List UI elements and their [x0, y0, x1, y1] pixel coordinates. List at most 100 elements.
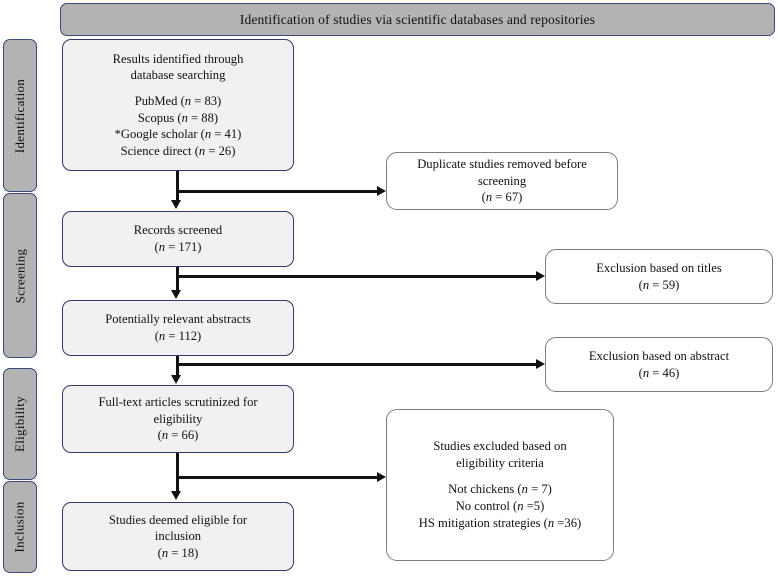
full-text-count-open: (: [157, 428, 162, 443]
included-count-open: (: [157, 545, 162, 560]
diagram-header-banner: Identification of studies via scientific…: [60, 3, 775, 36]
reason-no-control-n: n: [517, 498, 524, 513]
relevant-abstracts-line1: Potentially relevant abstracts: [105, 312, 251, 327]
connector-branch-duplicates: [176, 190, 377, 193]
full-text-line1: Full-text articles scrutinized for: [98, 395, 258, 410]
stage-tab-identification-label: Identification: [12, 78, 28, 153]
reason-hs-mitigation-label: HS mitigation strategies (: [418, 515, 548, 530]
stage-tab-screening: Screening: [3, 193, 37, 358]
connector-branch-titles: [176, 275, 536, 278]
connector-fulltext-to-included: [176, 453, 179, 493]
box-potentially-relevant-abstracts: Potentially relevant abstracts (n = 112): [62, 300, 294, 356]
box-exclusion-abstract: Exclusion based on abstract (n = 46): [545, 337, 773, 392]
included-count: (n = 18): [109, 545, 247, 562]
arrowhead-branch-duplicates: [377, 186, 386, 196]
exclusion-titles-line1: Exclusion based on titles: [596, 260, 722, 275]
box-records-screened: Records screened (n = 171): [62, 211, 294, 267]
source-pubmed-label: PubMed (: [134, 93, 185, 108]
included-count-n: n: [161, 545, 169, 560]
connector-screened-to-abstracts: [176, 267, 179, 293]
included-count-value: = 18): [168, 545, 199, 560]
exclusion-titles-count-value: = 59): [649, 277, 680, 292]
excluded-eligibility-spacer: [419, 472, 581, 481]
source-science-direct-n: n: [198, 143, 206, 158]
records-screened-count-n: n: [158, 240, 165, 254]
excluded-eligibility-line1: Studies excluded based on: [433, 439, 567, 454]
excluded-reason-hs-mitigation: HS mitigation strategies (n =36): [419, 515, 581, 532]
included-line1: Studies deemed eligible for: [108, 512, 248, 527]
arrowhead-branch-abstract: [536, 359, 545, 369]
arrowhead-fulltext-to-included: [171, 491, 181, 500]
records-identified-spacer: [113, 84, 244, 93]
relevant-abstracts-count-open: (: [154, 329, 159, 343]
exclusion-abstract-line1: Exclusion based on abstract: [588, 348, 730, 363]
stage-tab-inclusion: Inclusion: [3, 481, 37, 573]
exclusion-abstract-count-n: n: [642, 365, 650, 380]
excluded-reason-not-chickens: Not chickens (n = 7): [419, 481, 581, 498]
reason-not-chickens-n: n: [521, 482, 528, 497]
box-studies-included: Studies deemed eligible for inclusion (n…: [62, 502, 294, 571]
source-scopus-label: Scopus (: [137, 110, 182, 125]
records-identified-line2: database searching: [130, 68, 226, 83]
duplicates-line2: screening: [477, 173, 527, 188]
exclusion-titles-count-n: n: [642, 277, 650, 292]
source-pubmed-value: = 83): [191, 93, 222, 108]
box-duplicates-removed: Duplicate studies removed before screeni…: [386, 152, 618, 210]
stage-tab-inclusion-label: Inclusion: [12, 501, 27, 553]
duplicates-count-open: (: [481, 190, 486, 205]
stage-tab-eligibility: Eligibility: [3, 368, 37, 480]
records-screened-count: (n = 171): [134, 239, 222, 256]
full-text-count-value: = 66): [168, 428, 199, 443]
exclusion-abstract-count-value: = 46): [649, 365, 680, 380]
full-text-line2: eligibility: [153, 411, 203, 426]
relevant-abstracts-count-value: = 112): [165, 329, 202, 343]
source-google-scholar-n: n: [204, 127, 212, 142]
box-full-text-articles: Full-text articles scrutinized for eligi…: [62, 385, 294, 453]
exclusion-abstract-count: (n = 46): [589, 365, 729, 382]
stage-tab-screening-label: Screening: [12, 248, 27, 303]
arrowhead-identified-to-screened: [171, 200, 181, 209]
arrowhead-branch-eligibility: [377, 472, 386, 482]
arrowhead-abstracts-to-fulltext: [171, 375, 181, 384]
excluded-eligibility-line2: eligibility criteria: [456, 456, 544, 471]
reason-not-chickens-value: = 7): [527, 482, 552, 497]
connector-branch-abstract: [176, 363, 536, 366]
records-identified-source-science-direct: Science direct (n = 26): [113, 143, 244, 160]
exclusion-titles-count-open: (: [638, 277, 643, 292]
source-pubmed-n: n: [184, 93, 192, 108]
records-identified-source-scopus: Scopus (n = 88): [113, 110, 244, 127]
duplicates-count-value: = 67): [492, 190, 523, 205]
connector-abstracts-to-fulltext: [176, 356, 179, 378]
reason-hs-mitigation-value: =36): [554, 515, 582, 530]
duplicates-line1: Duplicate studies removed before: [417, 156, 587, 171]
arrowhead-screened-to-abstracts: [171, 290, 181, 299]
source-science-direct-value: = 26): [205, 143, 236, 158]
box-records-identified: Results identified through database sear…: [62, 39, 294, 171]
reason-not-chickens-label: Not chickens (: [448, 482, 522, 497]
box-excluded-eligibility: Studies excluded based on eligibility cr…: [386, 409, 614, 561]
records-identified-source-google-scholar: *Google scholar (n = 41): [113, 126, 244, 143]
source-scopus-n: n: [181, 110, 188, 125]
full-text-count: (n = 66): [98, 427, 257, 444]
stage-tab-identification: Identification: [3, 39, 37, 192]
exclusion-titles-count: (n = 59): [596, 277, 722, 294]
stage-tab-eligibility-label: Eligibility: [12, 395, 27, 453]
records-screened-count-value: = 171): [165, 240, 202, 254]
duplicates-count: (n = 67): [417, 189, 587, 206]
source-science-direct-label: Science direct (: [120, 143, 199, 158]
source-google-scholar-value: = 41): [211, 127, 242, 142]
box-exclusion-titles: Exclusion based on titles (n = 59): [545, 249, 773, 304]
duplicates-count-n: n: [485, 190, 493, 205]
records-screened-line1: Records screened: [133, 223, 223, 238]
full-text-count-n: n: [161, 428, 169, 443]
connector-branch-eligibility: [176, 476, 377, 479]
exclusion-abstract-count-open: (: [638, 365, 643, 380]
source-scopus-value: = 88): [187, 110, 219, 125]
diagram-header-title: Identification of studies via scientific…: [239, 11, 596, 27]
relevant-abstracts-count: (n = 112): [105, 328, 250, 345]
records-identified-line1: Results identified through: [112, 51, 244, 66]
connector-identified-to-screened: [176, 171, 179, 202]
source-google-scholar-label: *Google scholar (: [114, 127, 205, 142]
included-line2: inclusion: [154, 529, 202, 544]
